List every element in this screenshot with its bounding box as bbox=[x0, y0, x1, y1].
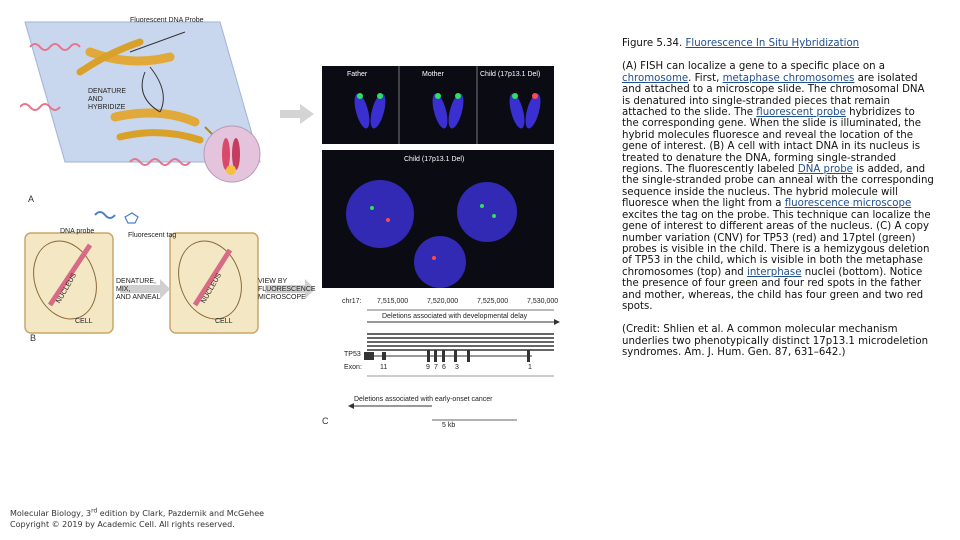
nucleus-right bbox=[178, 240, 242, 320]
coord-label: 7,530,000 bbox=[527, 298, 559, 305]
chromosome-bottom-2 bbox=[116, 129, 204, 144]
view-arrow-icon bbox=[265, 279, 315, 299]
caption-credit: (Credit: Shlien et al. A common molecula… bbox=[622, 324, 929, 359]
cycle-arrow bbox=[149, 66, 164, 113]
nucleus-left bbox=[33, 240, 97, 320]
view-label: VIEW BY FLUORESCENCE MICROSCOPE bbox=[258, 278, 316, 301]
chr-label: chr17: bbox=[342, 298, 362, 305]
father-label: Father bbox=[347, 71, 368, 78]
dna-probe-link[interactable]: DNA probe bbox=[797, 164, 853, 176]
metaphase-micrographs: Father Mother Child (17p13.1 Del) bbox=[322, 66, 554, 144]
child-label: Child (17p13.1 Del) bbox=[480, 71, 541, 78]
footer: Molecular Biology, 3rd edition by Clark,… bbox=[10, 508, 264, 530]
coord-label: 7,520,000 bbox=[427, 298, 459, 305]
exon-number: 3 bbox=[455, 364, 459, 371]
coord-label: 7,525,000 bbox=[477, 298, 509, 305]
genomic-map-lines bbox=[348, 309, 560, 421]
interphase-micrograph-image bbox=[346, 180, 517, 288]
fish-metaphase-illustration bbox=[19, 21, 261, 183]
genomic-map: chr17: 7,515,000 7,520,000 7,525,000 7,5… bbox=[322, 294, 562, 434]
caption-title-link[interactable]: Fluorescence In Situ Hybridization bbox=[685, 38, 860, 49]
fluorescence-microscope-link[interactable]: fluorescence microscope bbox=[784, 198, 912, 210]
footer-copyright: Copyright © 2019 by Academic Cell. All r… bbox=[10, 520, 235, 529]
chromosome-top bbox=[85, 47, 175, 66]
footer-book-line: Molecular Biology, 3rd edition by Clark,… bbox=[10, 508, 264, 519]
caption-title-prefix: Figure 5.34. bbox=[622, 38, 686, 49]
figure-panel-b: DNA probe Fluorescent tag NUCLEUS NUCLEU… bbox=[20, 205, 320, 345]
dna-probe-label: DNA probe bbox=[60, 228, 95, 235]
dna-strand-3 bbox=[19, 103, 61, 111]
panel-letter-c: C bbox=[322, 416, 329, 426]
dna-probe-icon bbox=[94, 211, 116, 219]
child-label-2: Child (17p13.1 Del) bbox=[404, 156, 465, 163]
interphase-micrograph: Child (17p13.1 Del) bbox=[322, 150, 554, 288]
footer-text: edition by Clark, Pazdernik and McGehee bbox=[97, 509, 265, 518]
deletions-dev-label: Deletions associated with developmental … bbox=[382, 313, 528, 320]
exon-number: 9 bbox=[426, 364, 430, 371]
caption-title: Figure 5.34. Fluorescence In Situ Hybrid… bbox=[622, 38, 934, 49]
chromosome-bottom bbox=[110, 108, 200, 127]
deletions-cancer-label: Deletions associated with early-onset ca… bbox=[354, 396, 493, 403]
caption-text: hybridizes to the corresponding gene. Wh… bbox=[622, 107, 921, 176]
metaphase-chromosomes-link[interactable]: metaphase chromosomes bbox=[722, 72, 855, 84]
fluorescent-probe-link[interactable]: fluorescent probe bbox=[756, 107, 846, 119]
red-chromosome-icon bbox=[222, 138, 230, 170]
gene-label: TP53 bbox=[344, 351, 361, 358]
dna-strand bbox=[29, 43, 81, 51]
caption-text: is added, and the single-stranded probe … bbox=[622, 164, 934, 210]
dna-strand-2 bbox=[129, 158, 191, 166]
step-arrow-icon bbox=[120, 279, 170, 299]
dna-helix-right bbox=[192, 248, 233, 307]
caption-text: . First, bbox=[688, 72, 723, 84]
scale-label: 5 kb bbox=[442, 422, 456, 429]
panel-letter-b: B bbox=[30, 333, 37, 343]
probe-label: Fluorescent DNA Probe bbox=[130, 17, 204, 24]
panel-letter-a: A bbox=[28, 194, 35, 204]
caption-text: excites the tag on the probe. This techn… bbox=[622, 209, 931, 278]
fish-interphase-illustration bbox=[24, 211, 315, 334]
step-label-b: DENATURE, MIX, AND ANNEAL bbox=[116, 278, 161, 301]
coord-label: 7,515,000 bbox=[377, 298, 409, 305]
exon-number: 1 bbox=[528, 364, 532, 371]
figure-panel-a: Fluorescent DNA Probe DENATURE AND HYBRI… bbox=[19, 12, 270, 207]
interphase-link[interactable]: interphase bbox=[746, 266, 802, 278]
footer-sup: rd bbox=[91, 507, 98, 515]
red-chromosome-icon bbox=[232, 138, 240, 170]
tag-label: Fluorescent tag bbox=[128, 232, 177, 239]
caption-body: (A) FISH can localize a gene to a specif… bbox=[622, 61, 934, 312]
step-label-a: DENATURE AND HYBRIDIZE bbox=[88, 88, 126, 111]
metaphase-micrograph-image bbox=[354, 66, 541, 144]
chromosome-top-2 bbox=[76, 38, 144, 76]
exon-number: 7 bbox=[434, 364, 438, 371]
caption-text: nuclei (bottom). Notice the presence of … bbox=[622, 266, 924, 312]
chromosome-link[interactable]: chromosome bbox=[622, 72, 689, 84]
figure-caption: Figure 5.34. Fluorescence In Situ Hybrid… bbox=[622, 38, 934, 359]
caption-text: (A) FISH can localize a gene to a specif… bbox=[622, 61, 886, 73]
caption-text: are isolated and attached to a microscop… bbox=[622, 72, 925, 119]
footer-text: Molecular Biology, 3 bbox=[10, 509, 92, 518]
exon-number: 6 bbox=[442, 364, 446, 371]
cycle-arrow-2 bbox=[141, 71, 161, 113]
fluorescent-tag-icon bbox=[124, 212, 139, 224]
cell-label: CELL bbox=[215, 318, 233, 325]
probe-arrow bbox=[129, 31, 186, 53]
mother-label: Mother bbox=[422, 71, 444, 78]
cell-label: CELL bbox=[75, 318, 93, 325]
exon-label: Exon: bbox=[344, 364, 362, 371]
probe-signal-dot bbox=[226, 165, 236, 175]
dna-helix-left bbox=[47, 243, 93, 307]
arrow-right-icon bbox=[280, 104, 314, 128]
exon-number: 11 bbox=[380, 364, 388, 371]
